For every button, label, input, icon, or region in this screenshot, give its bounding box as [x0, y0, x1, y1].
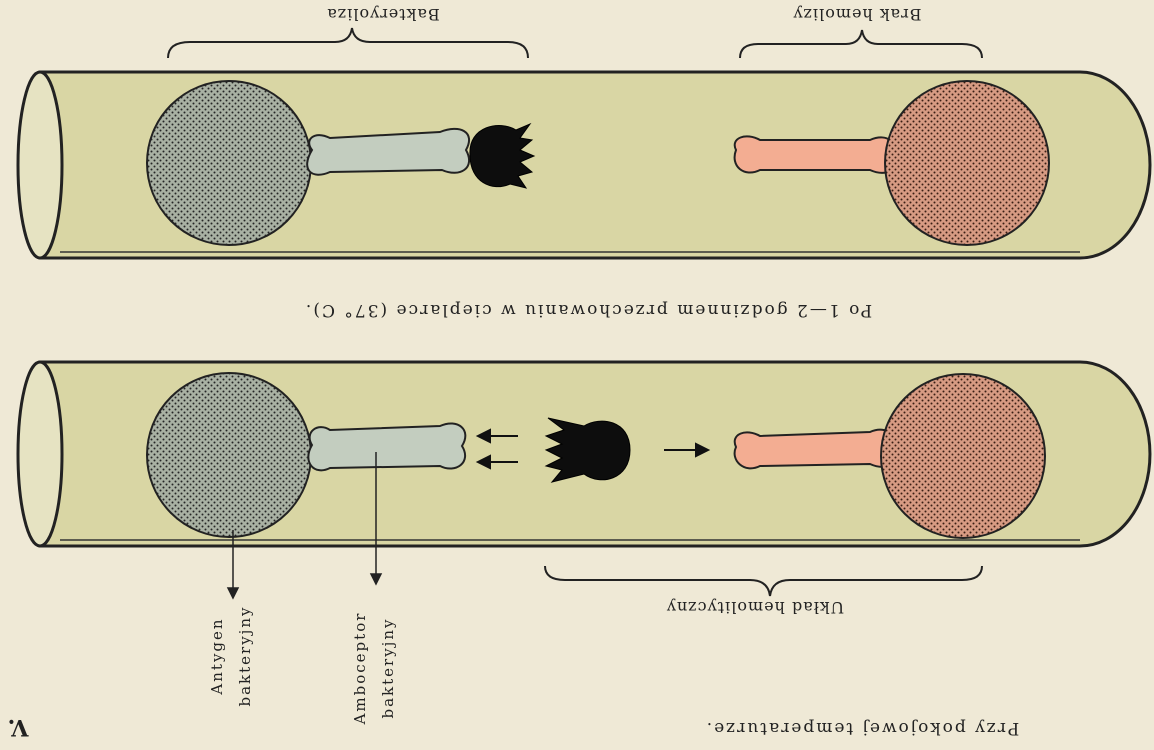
- no-hemolysis-brace: [740, 30, 982, 58]
- antigen-label: Antygen bakteryjny: [203, 600, 259, 712]
- top-amboceptor-hemolytic: [735, 136, 894, 173]
- hemolytic-system-brace: [545, 566, 982, 596]
- hemolytic-system-label: Układ hemolityczny: [640, 598, 870, 617]
- antigen-label-line1: Antygen: [203, 600, 231, 712]
- plate-number: V.: [0, 714, 36, 740]
- amboceptor-label-line2: bakteryjny: [374, 594, 402, 742]
- top-bacteria-cell: [147, 81, 311, 245]
- amboceptor-label: Amboceptor bakteryjny: [346, 594, 402, 742]
- incubation-caption: Po 1—2 godzinnem przechowaniu w cieplarc…: [258, 300, 918, 320]
- bottom-erythrocyte: [881, 374, 1045, 538]
- antigen-label-line2: bakteryjny: [231, 600, 259, 712]
- bottom-bacteria-cell: [147, 373, 311, 537]
- no-hemolysis-label: Brak hemolizy: [772, 5, 942, 24]
- bacteriolysis-brace: [168, 28, 528, 58]
- bottom-amboceptor-bacterial: [308, 423, 465, 470]
- room-temperature-title: Przy pokojowej temperaturze.: [682, 718, 1042, 738]
- bacteriolysis-label: Bakteryoliza: [318, 5, 448, 24]
- top-erythrocyte: [885, 81, 1049, 245]
- amboceptor-label-line1: Amboceptor: [346, 594, 374, 742]
- bottom-amboceptor-hemolytic: [735, 430, 894, 469]
